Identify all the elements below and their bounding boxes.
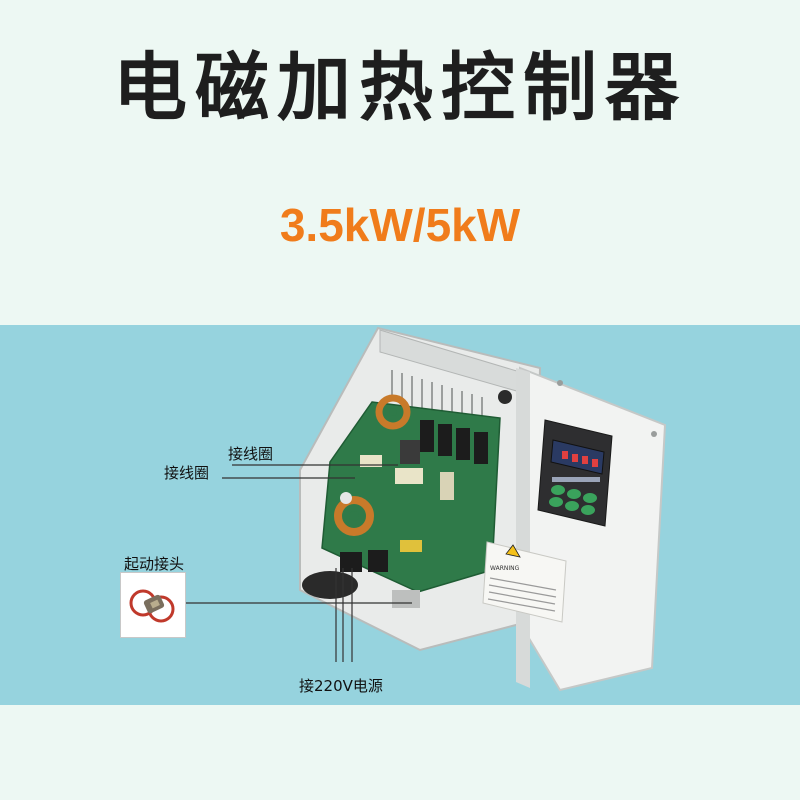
panel-edge [516,368,530,688]
power-rating: 3.5kW/5kW [279,199,521,251]
warning-triangle-icon [505,544,521,558]
keypad-button [565,501,579,511]
start-connector-thumbnail [120,572,186,638]
callout-lines [186,464,412,662]
mount-hole [557,380,563,386]
display-label-strip [552,477,600,482]
knob-icon [498,390,512,404]
toroid-coils [334,394,411,536]
keypad-button [583,493,597,503]
mount-hole [651,431,657,437]
label-coil-1: 接线圈 [228,445,274,463]
terminal-block [392,590,420,608]
label-coil-2: 接线圈 [164,464,210,482]
warning-heading: WARNING [490,565,520,572]
pcb-components [340,420,488,572]
label-power-input: 接220V电源 [299,677,383,695]
keypad-button [581,505,595,515]
product-title: 电磁加热控制器 [113,45,687,131]
keypad-buttons [549,485,597,515]
keypad-button [567,489,581,499]
fan-port [302,571,358,599]
display-digits [562,451,598,467]
front-panel [516,366,667,692]
keypad-button [551,485,565,495]
keypad-button [549,497,563,507]
connector-icon [129,589,175,623]
label-start-connector: 起动接头 [124,555,185,573]
warning-text-lines [487,577,557,612]
